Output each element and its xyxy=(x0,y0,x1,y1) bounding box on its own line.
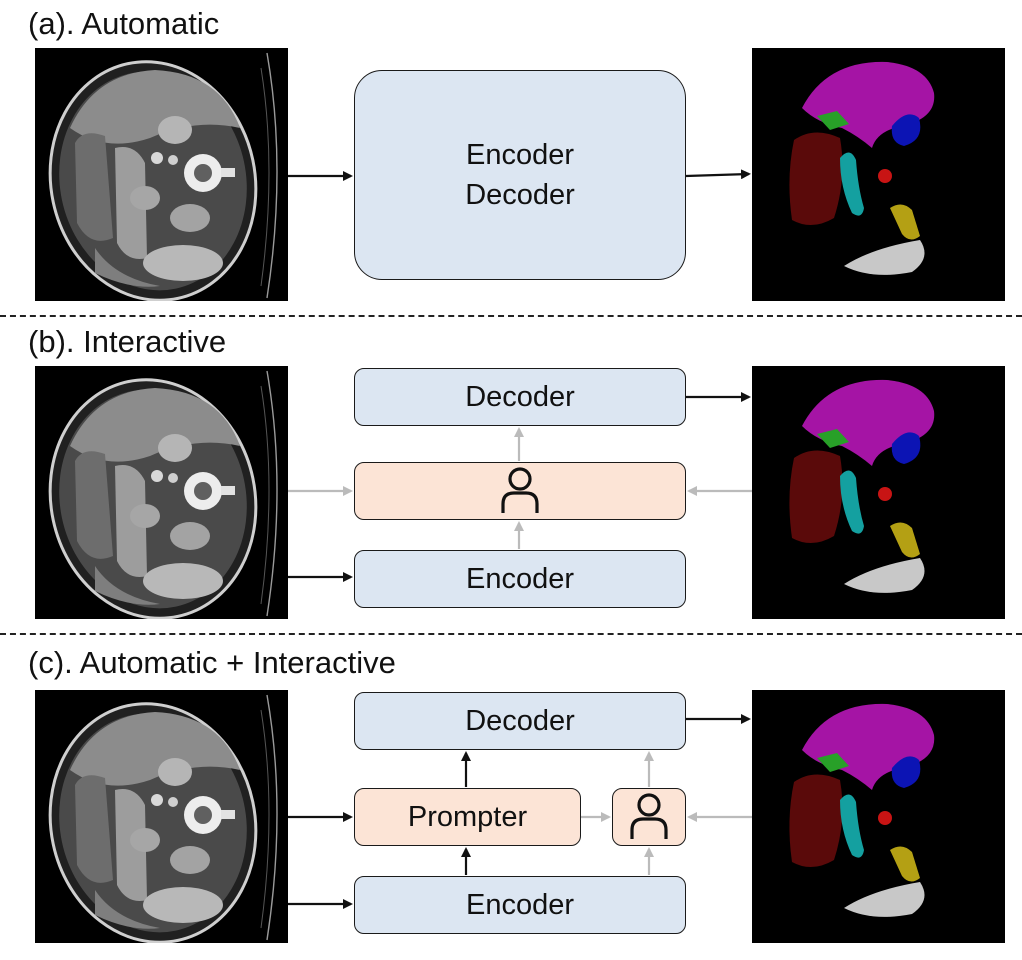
interactive-prompt-box xyxy=(354,462,686,520)
ct-scan-image xyxy=(35,690,288,943)
decoder-box: Decoder xyxy=(354,368,686,426)
section-divider xyxy=(0,633,1022,635)
ct-scan-image xyxy=(35,366,288,619)
decoder-box: Decoder xyxy=(354,692,686,750)
segmentation-output xyxy=(752,48,1005,301)
encoder-decoder-box: Encoder Decoder xyxy=(354,70,686,280)
panel-a-title: (a). Automatic xyxy=(28,6,220,41)
segmentation-output xyxy=(752,690,1005,943)
ct-scan-image xyxy=(35,48,288,301)
user-icon xyxy=(500,467,540,515)
panel-b-title: (b). Interactive xyxy=(28,324,227,359)
arrow-model-to-output xyxy=(685,169,751,180)
segmentation-output xyxy=(752,366,1005,619)
panel-c-title: (c). Automatic + Interactive xyxy=(28,645,396,680)
encoder-box: Encoder xyxy=(354,876,686,934)
prompter-box: Prompter xyxy=(354,788,581,846)
user-icon xyxy=(629,793,669,841)
interactive-prompt-box xyxy=(612,788,686,846)
encoder-label: Encoder xyxy=(465,139,574,171)
encoder-box: Encoder xyxy=(354,550,686,608)
section-divider xyxy=(0,315,1022,317)
decoder-label: Decoder xyxy=(465,179,575,211)
